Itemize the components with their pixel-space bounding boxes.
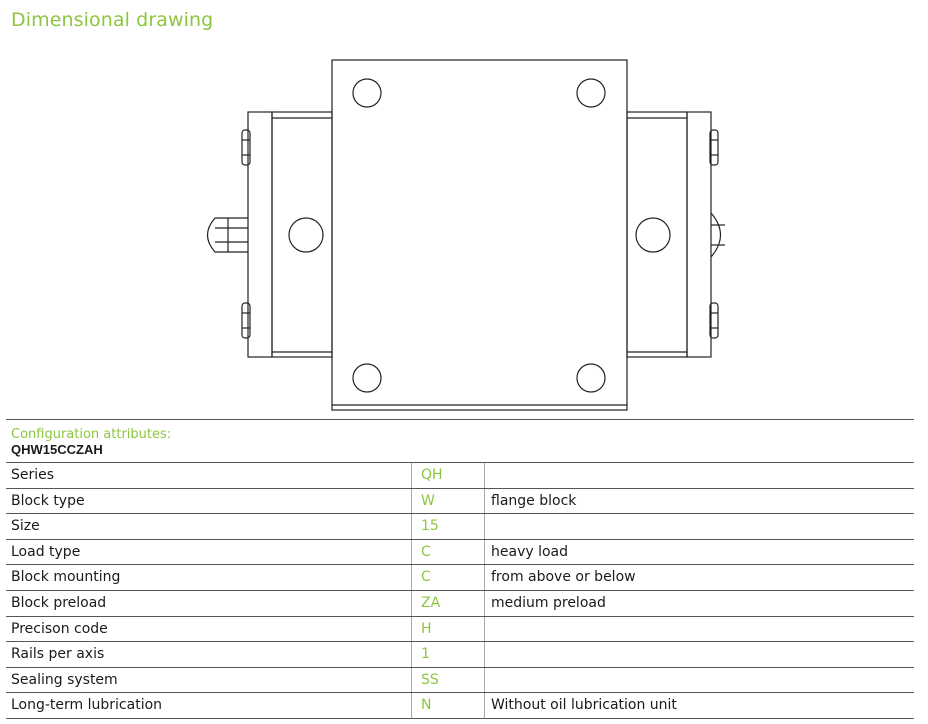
attribute-name: Block preload	[11, 594, 107, 611]
mounting-hole-top-right	[576, 78, 606, 108]
table-row: Block preload ZA medium preload	[6, 589, 914, 616]
column-divider	[411, 488, 412, 514]
column-divider	[411, 590, 412, 616]
column-divider	[411, 667, 412, 693]
column-divider	[484, 616, 485, 642]
column-divider	[484, 463, 485, 488]
left-screw-bottom	[241, 302, 251, 339]
attribute-code: ZA	[421, 594, 441, 611]
column-divider	[484, 514, 485, 539]
grease-nipple-left	[206, 217, 248, 253]
table-row: Series QH	[6, 462, 914, 488]
attribute-name: Series	[11, 467, 55, 483]
attribute-description: Without oil lubrication unit	[491, 697, 677, 714]
column-divider	[484, 565, 485, 590]
table-row: Precison code H	[6, 615, 914, 642]
attribute-name: Long-term lubrication	[11, 697, 163, 714]
column-divider	[411, 642, 412, 667]
side-hole-left	[288, 217, 324, 253]
attribute-name: Block type	[11, 492, 85, 509]
dimensional-drawing	[206, 59, 725, 411]
configuration-header: Configuration attributes: QHW15CCZAH	[6, 419, 914, 462]
table-row: Rails per axis 1	[6, 641, 914, 667]
right-end-seal	[686, 111, 712, 358]
attribute-code: 15	[421, 518, 439, 535]
configuration-table: Configuration attributes: QHW15CCZAH Ser…	[6, 419, 914, 719]
attribute-code: H	[421, 620, 432, 637]
column-divider	[484, 642, 485, 667]
attribute-name: Block mounting	[11, 569, 121, 586]
attribute-description: from above or below	[491, 569, 636, 586]
column-divider	[484, 488, 485, 514]
column-divider	[411, 565, 412, 590]
attribute-description: flange block	[491, 492, 577, 509]
column-divider	[484, 539, 485, 565]
configuration-label: Configuration attributes:	[11, 427, 172, 442]
attribute-description: medium preload	[491, 594, 606, 611]
attribute-description: heavy load	[491, 543, 569, 560]
flange-plate	[331, 59, 628, 411]
table-row: Long-term lubrication N Without oil lubric…	[6, 692, 914, 719]
attribute-code: C	[421, 543, 431, 560]
attribute-name: Size	[11, 518, 40, 535]
attribute-code: QH	[421, 467, 443, 483]
column-divider	[411, 463, 412, 488]
right-screw-top	[709, 129, 719, 166]
table-row: Size 15	[6, 513, 914, 539]
attribute-name: Load type	[11, 543, 81, 560]
configuration-code: QHW15CCZAH	[11, 442, 103, 457]
mounting-hole-bottom-left	[352, 363, 382, 393]
column-divider	[484, 693, 485, 718]
table-row: Sealing system SS	[6, 666, 914, 693]
attribute-code: 1	[421, 646, 430, 663]
right-screw-bottom	[709, 302, 719, 339]
attribute-name: Sealing system	[11, 671, 118, 688]
left-end-seal	[247, 111, 273, 358]
attribute-name: Rails per axis	[11, 646, 105, 663]
column-divider	[484, 667, 485, 693]
attribute-code: N	[421, 697, 432, 714]
attribute-code: SS	[421, 671, 439, 688]
plug-right	[710, 212, 722, 258]
mounting-hole-bottom-right	[576, 363, 606, 393]
attribute-name: Precison code	[11, 620, 108, 637]
side-hole-right	[635, 217, 671, 253]
attribute-code: C	[421, 569, 431, 586]
column-divider	[411, 514, 412, 539]
column-divider	[411, 693, 412, 718]
left-screw-top	[241, 129, 251, 166]
page-title: Dimensional drawing	[11, 9, 214, 31]
attribute-code: W	[421, 492, 435, 509]
column-divider	[484, 590, 485, 616]
column-divider	[411, 616, 412, 642]
column-divider	[411, 539, 412, 565]
mounting-hole-top-left	[352, 78, 382, 108]
